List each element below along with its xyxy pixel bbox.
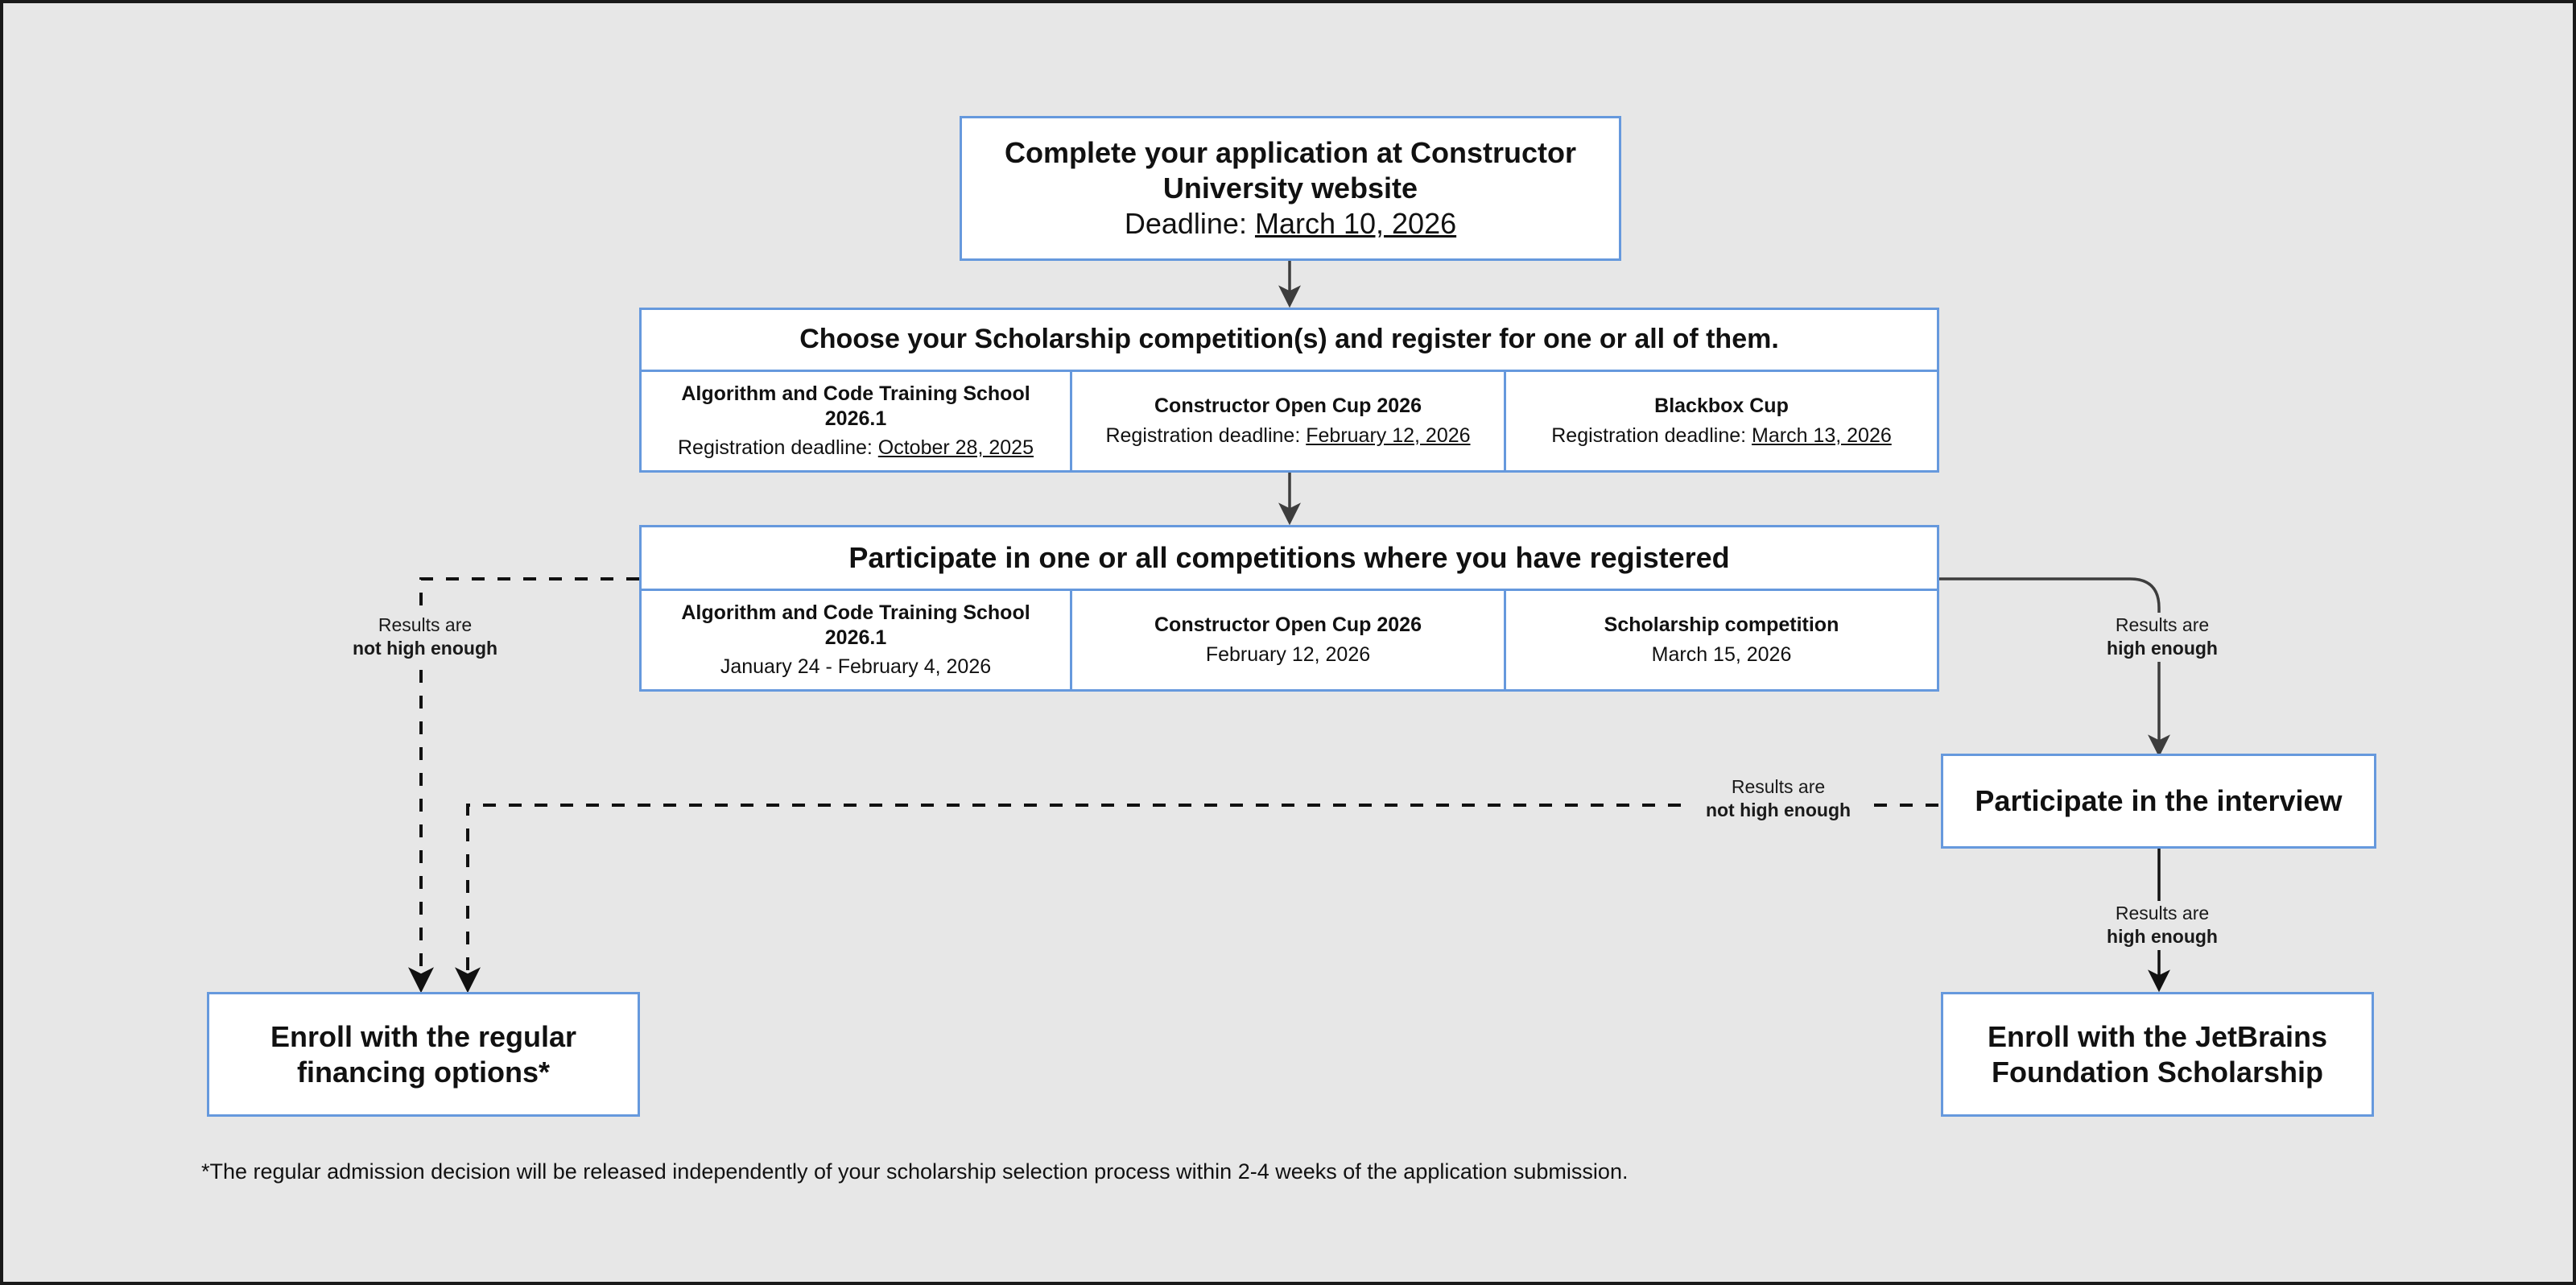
application-content: Complete your application at Constructor… — [962, 118, 1619, 258]
connector-interview-to-regular-dashed — [455, 804, 1938, 994]
participate-columns: Algorithm and Code Training School 2026.… — [642, 589, 1937, 689]
choose-heading: Choose your Scholarship competition(s) a… — [799, 324, 1779, 355]
edge-label-line2: high enough — [2107, 638, 2218, 659]
edge-label-line1: Results are — [2115, 614, 2210, 635]
participate-heading: Participate in one or all competitions w… — [848, 541, 1730, 575]
edge-label-line1: Results are — [378, 614, 473, 635]
edge-label-line1: Results are — [2115, 903, 2210, 923]
node-choose-competitions[interactable]: Choose your Scholarship competition(s) a… — [639, 308, 1939, 473]
participate-column-date: March 15, 2026 — [1651, 642, 1792, 666]
interview-heading-wrap: Participate in the interview — [1943, 756, 2374, 846]
participate-column-title: Scholarship competition — [1604, 614, 1839, 637]
node-complete-application[interactable]: Complete your application at Constructor… — [960, 116, 1621, 261]
node-enroll-regular-financing[interactable]: Enroll with the regular financing option… — [207, 992, 640, 1117]
edge-label-line2: high enough — [2107, 926, 2218, 948]
node-participate-competitions[interactable]: Participate in one or all competitions w… — [639, 525, 1939, 692]
choose-column-algorithm-school[interactable]: Algorithm and Code Training School 2026.… — [642, 372, 1072, 470]
footnote-text: *The regular admission decision will be … — [201, 1159, 1629, 1184]
edge-label-interview-not-high-enough: Results are not high enough — [1684, 775, 1872, 824]
edge-label-line2: not high enough — [1705, 800, 1852, 821]
application-line2: University website — [1162, 171, 1418, 205]
deadline-label: Registration deadline: — [678, 436, 873, 460]
choose-column-title: Algorithm and Code Training School 2026.… — [681, 382, 1030, 430]
application-deadline-date[interactable]: March 10, 2026 — [1254, 206, 1457, 240]
edge-label-competitions-not-high-enough: Results are not high enough — [325, 613, 525, 662]
jetbrains-line2: Foundation Scholarship — [1991, 1055, 2323, 1089]
choose-column-open-cup[interactable]: Constructor Open Cup 2026 Registration d… — [1072, 372, 1506, 470]
deadline-label: Registration deadline: — [1551, 424, 1747, 447]
participate-column-algorithm-school[interactable]: Algorithm and Code Training School 2026.… — [642, 591, 1072, 689]
choose-column-deadline: Registration deadline: February 12, 2026 — [1105, 424, 1470, 448]
choose-heading-wrap: Choose your Scholarship competition(s) a… — [642, 310, 1937, 370]
edge-label-interview-high-enough: Results are high enough — [2066, 901, 2259, 950]
interview-heading: Participate in the interview — [1975, 784, 2343, 818]
participate-column-title: Algorithm and Code Training School 2026.… — [681, 601, 1030, 649]
jetbrains-content: Enroll with the JetBrains Foundation Sch… — [1943, 994, 2372, 1114]
participate-heading-wrap: Participate in one or all competitions w… — [642, 527, 1937, 589]
deadline-date[interactable]: October 28, 2025 — [877, 436, 1034, 460]
choose-column-title: Blackbox Cup — [1654, 395, 1789, 418]
participate-column-date: January 24 - February 4, 2026 — [720, 655, 992, 679]
node-participate-interview[interactable]: Participate in the interview — [1941, 754, 2376, 849]
jetbrains-line1: Enroll with the JetBrains — [1987, 1019, 2328, 1053]
participate-column-open-cup[interactable]: Constructor Open Cup 2026 February 12, 2… — [1072, 591, 1506, 689]
participate-column-date: February 12, 2026 — [1205, 642, 1371, 666]
node-enroll-jetbrains-scholarship[interactable]: Enroll with the JetBrains Foundation Sch… — [1941, 992, 2374, 1117]
deadline-label: Registration deadline: — [1105, 424, 1301, 447]
edge-label-competitions-high-enough: Results are high enough — [2066, 613, 2259, 662]
application-line1: Complete your application at Constructor — [1004, 136, 1577, 170]
regular-line1: Enroll with the regular — [270, 1019, 577, 1053]
participate-column-title: Constructor Open Cup 2026 — [1154, 614, 1422, 637]
choose-columns: Algorithm and Code Training School 2026.… — [642, 370, 1937, 470]
regular-content: Enroll with the regular financing option… — [209, 994, 638, 1114]
edge-label-line1: Results are — [1731, 776, 1826, 797]
choose-column-title: Constructor Open Cup 2026 — [1154, 395, 1422, 418]
participate-column-scholarship[interactable]: Scholarship competition March 15, 2026 — [1506, 591, 1937, 689]
edge-label-line2: not high enough — [352, 638, 498, 659]
choose-column-deadline: Registration deadline: October 28, 2025 — [678, 436, 1034, 461]
choose-column-deadline: Registration deadline: March 13, 2026 — [1551, 424, 1892, 448]
choose-column-blackbox-cup[interactable]: Blackbox Cup Registration deadline: Marc… — [1506, 372, 1937, 470]
application-deadline-label: Deadline: — [1124, 206, 1247, 240]
deadline-date[interactable]: February 12, 2026 — [1306, 424, 1471, 447]
connector-participate-to-interview — [1939, 577, 2170, 758]
regular-line2: financing options* — [297, 1055, 550, 1089]
deadline-date[interactable]: March 13, 2026 — [1752, 424, 1892, 447]
